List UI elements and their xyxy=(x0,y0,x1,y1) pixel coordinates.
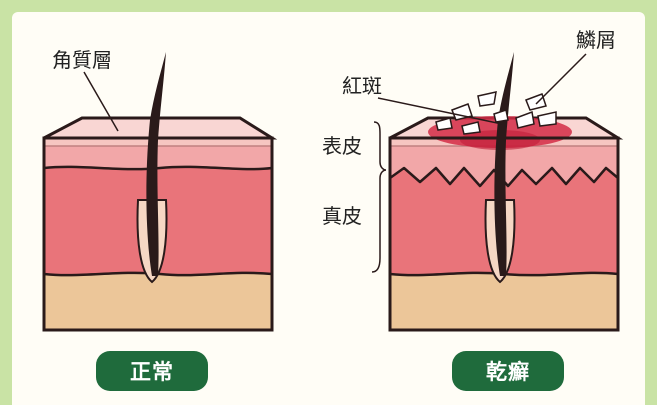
psoriasis-subcutis xyxy=(390,273,618,330)
caption-psoriasis: 乾癬 xyxy=(452,351,564,391)
label-dermis: 真皮 xyxy=(322,204,362,228)
normal-skin-block xyxy=(44,52,272,330)
scale-flake xyxy=(478,92,496,106)
label-horny-layer: 角質層 xyxy=(52,48,112,72)
normal-epidermis xyxy=(44,146,272,169)
label-epidermis: 表皮 xyxy=(322,134,362,158)
pointer-scales xyxy=(536,54,586,104)
psoriasis-skin-block xyxy=(390,52,618,330)
scale-flake xyxy=(494,110,508,122)
bracket-dermis xyxy=(372,178,380,272)
label-erythema: 紅斑 xyxy=(342,74,382,98)
normal-subcutis xyxy=(44,273,272,330)
label-scales: 鱗屑 xyxy=(576,28,616,52)
caption-normal: 正常 xyxy=(96,351,208,391)
bracket-epidermis xyxy=(374,122,386,178)
scale-flake xyxy=(538,112,556,126)
